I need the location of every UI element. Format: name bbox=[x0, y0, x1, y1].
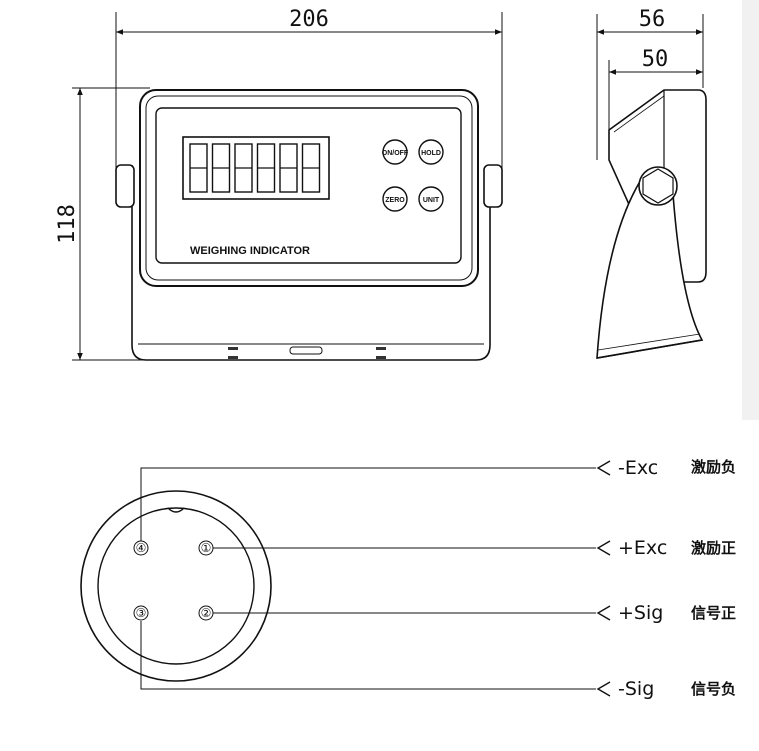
zero-button[interactable]: ZERO bbox=[382, 186, 408, 212]
unit-button-label: UNIT bbox=[423, 197, 440, 204]
signal-label-plus-sig: +Sig bbox=[618, 602, 663, 624]
svg-text:①: ① bbox=[201, 541, 212, 555]
hold-button[interactable]: HOLD bbox=[418, 139, 444, 165]
dimension-depth-inner-label: 50 bbox=[642, 47, 669, 72]
leader-pin3 bbox=[140, 621, 596, 690]
signal-label-plus-exc: +Exc bbox=[618, 537, 667, 559]
right-knob bbox=[483, 164, 503, 208]
signal-label-minus-sig: -Sig bbox=[618, 678, 654, 700]
on-off-button[interactable]: ON/OFF bbox=[382, 139, 409, 165]
cn-label-pin1: 激励正 bbox=[691, 539, 736, 557]
unit-button[interactable]: UNIT bbox=[418, 186, 444, 212]
cn-label-pin4: 激励负 bbox=[691, 458, 736, 476]
cn-label-pin2: 信号正 bbox=[691, 604, 736, 622]
pin-4: ④ bbox=[133, 540, 149, 556]
side-knob bbox=[638, 166, 678, 206]
svg-text:②: ② bbox=[201, 606, 212, 620]
dimension-depth-inner: 50 bbox=[608, 47, 703, 140]
dimension-height: 118 bbox=[55, 87, 150, 361]
hold-button-label: HOLD bbox=[421, 150, 441, 157]
left-knob bbox=[115, 164, 135, 208]
display-digit bbox=[256, 143, 276, 193]
pin-2: ② bbox=[198, 605, 214, 621]
svg-text:④: ④ bbox=[136, 541, 147, 555]
digit-display bbox=[182, 136, 330, 200]
display-digit bbox=[279, 143, 298, 193]
display-digit bbox=[189, 143, 208, 193]
display-digit bbox=[301, 143, 321, 193]
on-off-button-label: ON/OFF bbox=[382, 150, 409, 157]
mounting-bracket bbox=[131, 165, 491, 361]
front-view: 206 118 ON/OFF bbox=[55, 7, 503, 361]
connector-pinout: ④ ① ② ③ -Exc +Exc +Sig -Sig 激励负 激励正 信号正 bbox=[80, 457, 736, 700]
svg-text:③: ③ bbox=[136, 606, 147, 620]
side-view: 56 50 bbox=[596, 0, 759, 420]
cn-label-pin3: 信号负 bbox=[691, 680, 736, 698]
connector-face bbox=[80, 490, 272, 682]
zero-button-label: ZERO bbox=[385, 197, 405, 204]
display-digit bbox=[234, 143, 253, 193]
dimension-height-label: 118 bbox=[55, 204, 80, 244]
dimension-depth-total-label: 56 bbox=[639, 7, 666, 32]
dimension-width-label: 206 bbox=[289, 7, 329, 32]
leader-pin4 bbox=[140, 467, 596, 541]
signal-label-minus-exc: -Exc bbox=[618, 457, 658, 479]
display-digit bbox=[211, 143, 231, 193]
pin-1: ① bbox=[198, 540, 214, 556]
chevron-icon bbox=[596, 460, 611, 697]
dimension-width: 206 bbox=[115, 7, 503, 172]
dimension-depth-total: 56 bbox=[596, 7, 704, 160]
pin-3: ③ bbox=[133, 605, 149, 621]
model-label: WEIGHING INDICATOR bbox=[190, 245, 310, 257]
